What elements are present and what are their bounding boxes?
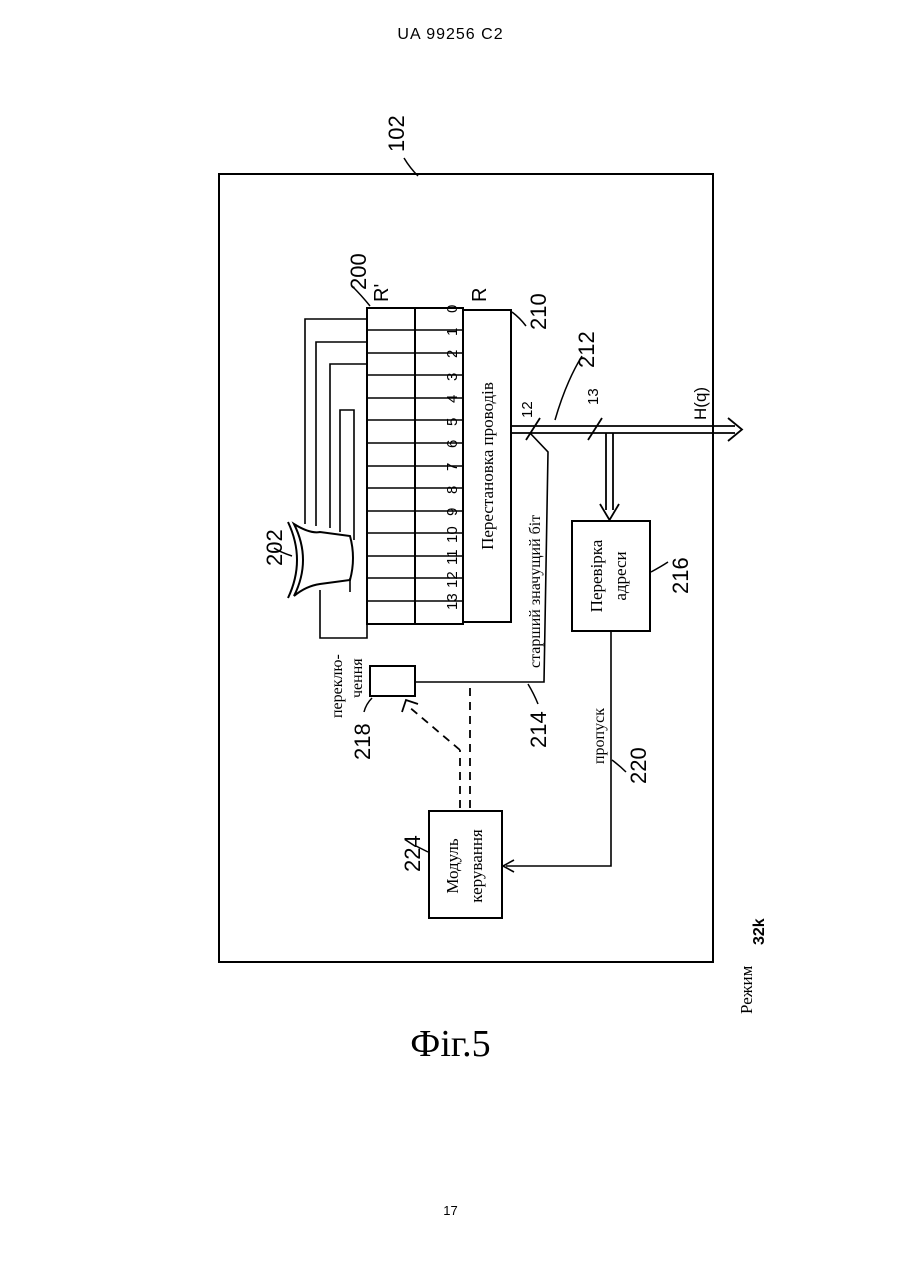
ref-224: 224 <box>400 835 425 872</box>
ref-220: 220 <box>626 747 651 784</box>
control-dashed-lines <box>408 682 470 808</box>
ref-200: 200 <box>346 253 371 290</box>
control-module-block <box>429 811 502 918</box>
bit-4: 4 <box>444 395 461 403</box>
page-number: 17 <box>0 1203 901 1218</box>
bit-0: 0 <box>444 305 461 313</box>
bus-width-13: 13 <box>585 388 602 405</box>
ref-212: 212 <box>574 331 599 368</box>
bit-7: 7 <box>444 463 461 471</box>
bit-3: 3 <box>444 373 461 381</box>
ref-218: 218 <box>350 723 375 760</box>
ref-216: 216 <box>668 557 693 594</box>
bit-13: 13 <box>444 593 461 610</box>
bit-1: 1 <box>444 328 461 336</box>
ref-102: 102 <box>384 115 409 152</box>
switch-label-line-1: переклю- <box>329 654 346 718</box>
bit-10: 10 <box>444 526 461 543</box>
mode-label: Режим <box>737 965 756 1014</box>
switch-arrowhead <box>402 700 418 712</box>
leader-216 <box>651 562 668 572</box>
ref-214: 214 <box>526 711 551 748</box>
bit-6: 6 <box>444 440 461 448</box>
register-r-label: R <box>469 288 491 302</box>
leader-214 <box>528 684 538 704</box>
output-bus <box>511 418 742 441</box>
xor-gate <box>288 522 353 598</box>
msb-label: старший значущий біт <box>527 515 544 668</box>
switch-label-line-2: чення <box>349 658 366 698</box>
register-r-prime-label: R' <box>371 284 393 302</box>
leader-218 <box>364 698 372 712</box>
leader-220 <box>612 760 626 772</box>
device-frame <box>219 174 713 962</box>
bit-11: 11 <box>444 549 461 565</box>
bit-9: 9 <box>444 508 461 516</box>
bit-12: 12 <box>444 571 461 588</box>
control-module-line-1: Модуль <box>443 838 462 894</box>
ref-202: 202 <box>262 529 287 566</box>
skip-label: пропуск <box>591 708 608 764</box>
bit-2: 2 <box>444 350 461 358</box>
address-check-line-2: адреси <box>611 551 630 600</box>
leader-210 <box>512 312 526 326</box>
bit-8: 8 <box>444 486 461 494</box>
mode-value: 32k <box>751 918 768 945</box>
bus-width-12: 12 <box>519 401 536 418</box>
address-branch <box>600 433 619 520</box>
control-module-line-2: керування <box>467 829 486 903</box>
address-check-line-1: Перевірка <box>587 539 606 612</box>
wire-permutation-label: Перестановка проводів <box>478 382 497 550</box>
figure-caption: Фіг.5 <box>0 1022 901 1066</box>
bit-5: 5 <box>444 418 461 426</box>
switch-block <box>370 666 415 696</box>
ref-210: 210 <box>526 293 551 330</box>
feedback-wires <box>305 319 367 638</box>
register-r-prime <box>367 308 415 624</box>
output-label: H(q) <box>691 387 710 420</box>
